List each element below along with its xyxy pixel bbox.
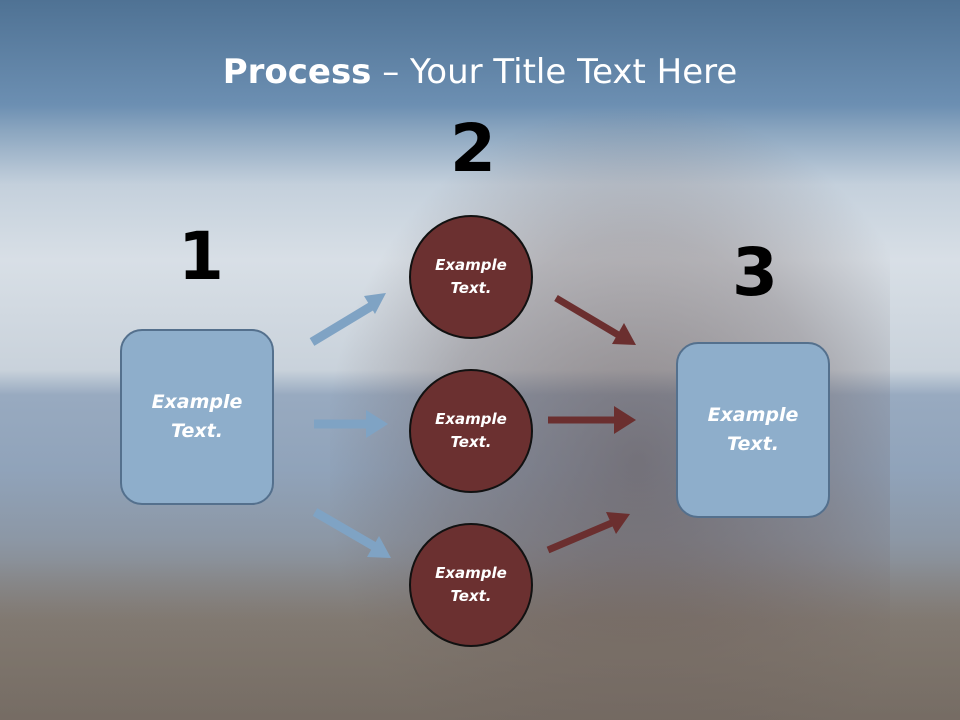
arrow-red-up-head — [606, 512, 630, 534]
arrow-blue-down — [312, 508, 380, 552]
step-2-circle-middle: Example Text. — [409, 369, 533, 493]
step-2-circle-bottom: Example Text. — [409, 523, 533, 647]
step-3-text: Example Text. — [707, 404, 799, 455]
circle-middle-text: Example Text. — [435, 410, 507, 451]
step-1-box: Example Text. — [120, 329, 274, 505]
arrow-red-down-head — [612, 323, 636, 345]
step-number-1: 1 — [178, 218, 224, 295]
arrow-red-mid-head — [614, 406, 636, 434]
title-rest: – Your Title Text Here — [371, 52, 738, 92]
circle-bottom-text: Example Text. — [435, 564, 507, 605]
arrow-blue-down-head — [367, 536, 391, 558]
step-1-text: Example Text. — [151, 391, 243, 442]
step-number-2: 2 — [450, 110, 496, 187]
arrow-red-down — [554, 294, 622, 340]
step-number-3: 3 — [732, 234, 778, 311]
slide-title: Process – Your Title Text Here — [0, 52, 960, 92]
title-bold: Process — [222, 52, 372, 92]
arrow-red-up — [546, 518, 616, 554]
arrow-blue-up — [309, 300, 378, 346]
arrow-blue-up-head — [364, 293, 386, 314]
step-2-circle-top: Example Text. — [409, 215, 533, 339]
arrow-blue-mid-head — [366, 410, 388, 438]
step-3-box: Example Text. — [676, 342, 830, 518]
circle-top-text: Example Text. — [435, 256, 507, 297]
